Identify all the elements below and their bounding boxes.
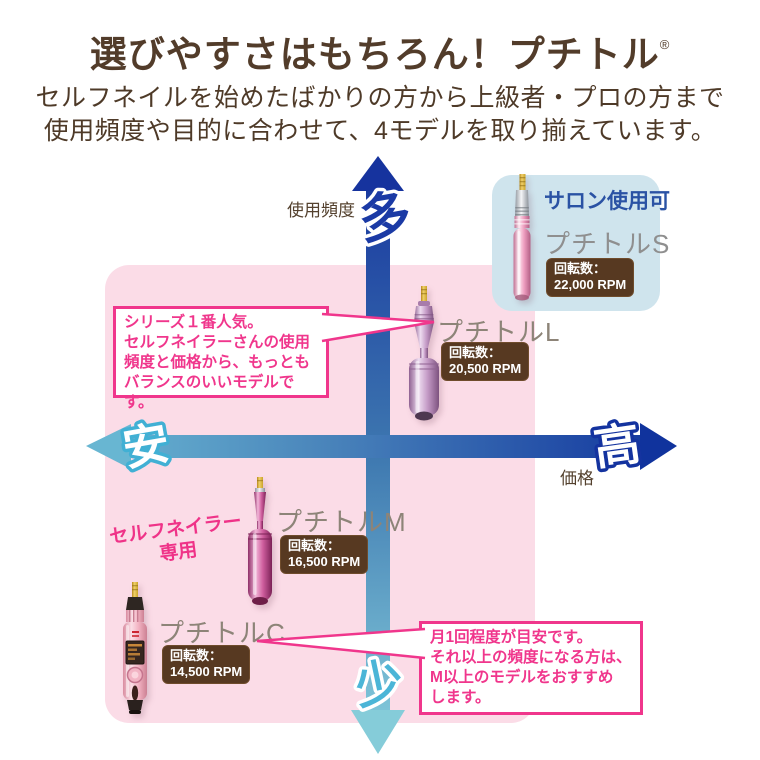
rpm-caption-l: 回転数： — [449, 345, 502, 360]
rpm-value-s: 22,000 RPM — [554, 277, 627, 292]
registered-trademark: ® — [659, 37, 671, 52]
callout-bubble-l: シリーズ１番人気。 セルフネイラーさんの使用 頻度と価格から、もっとも バランス… — [113, 306, 329, 411]
callout-c-line-1: 月1回程度が目安です。 — [430, 629, 593, 646]
product-name-m: プチトルM — [276, 507, 407, 537]
page-title: 選びやすさはもちろん！プチトル® — [0, 24, 760, 78]
rpm-caption-s: 回転数： — [554, 261, 607, 276]
page-subtitle: セルフネイルを始めたばかりの方から上級者・プロの方まで 使用頻度や目的に合わせて… — [0, 82, 760, 148]
rpm-caption-c: 回転数： — [170, 648, 223, 663]
rpm-value-c: 14,500 RPM — [170, 664, 243, 679]
salon-use-label: サロン使用可 — [544, 190, 670, 213]
rpm-box-l: 回転数： 20,500 RPM — [441, 342, 530, 381]
callout-bubble-c: 月1回程度が目安です。 それ以上の頻度になる方は、 M以上のモデルをおすすめ し… — [419, 621, 643, 715]
callout-c-line-2: それ以上の頻度になる方は、 — [430, 649, 632, 666]
rpm-value-l: 20,500 RPM — [449, 361, 522, 376]
subtitle-line-2: 使用頻度や目的に合わせて、4モデルを取り揃えています。 — [43, 117, 717, 145]
x-high-glyph: 高 — [591, 417, 644, 475]
rpm-box-c: 回転数： 14,500 RPM — [162, 645, 251, 684]
callout-c-line-3: M以上のモデルをおすすめ — [430, 669, 614, 686]
x-axis-label: 価格 — [560, 469, 594, 488]
rpm-value-m: 16,500 RPM — [288, 554, 361, 569]
callout-l-line-3: 頻度と価格から、もっとも — [124, 354, 311, 371]
callout-c-line-4: します。 — [430, 689, 491, 706]
y-axis-label: 使用頻度 — [287, 201, 355, 220]
callout-l-line-1: シリーズ１番人気。 — [124, 314, 263, 331]
callout-l-line-4: バランスのいいモデルです。 — [124, 374, 295, 411]
subtitle-line-1: セルフネイルを始めたばかりの方から上級者・プロの方まで — [35, 84, 725, 112]
product-name-s: プチトルS — [544, 229, 671, 259]
y-high-glyph: 多 — [354, 185, 415, 251]
rpm-box-m: 回転数： 16,500 RPM — [280, 535, 369, 574]
callout-l-line-2: セルフネイラーさんの使用 — [124, 334, 311, 351]
page-title-text: 選びやすさはもちろん！プチトル — [89, 34, 660, 75]
rpm-caption-m: 回転数： — [288, 538, 341, 553]
rpm-box-s: 回転数： 22,000 RPM — [546, 258, 635, 297]
